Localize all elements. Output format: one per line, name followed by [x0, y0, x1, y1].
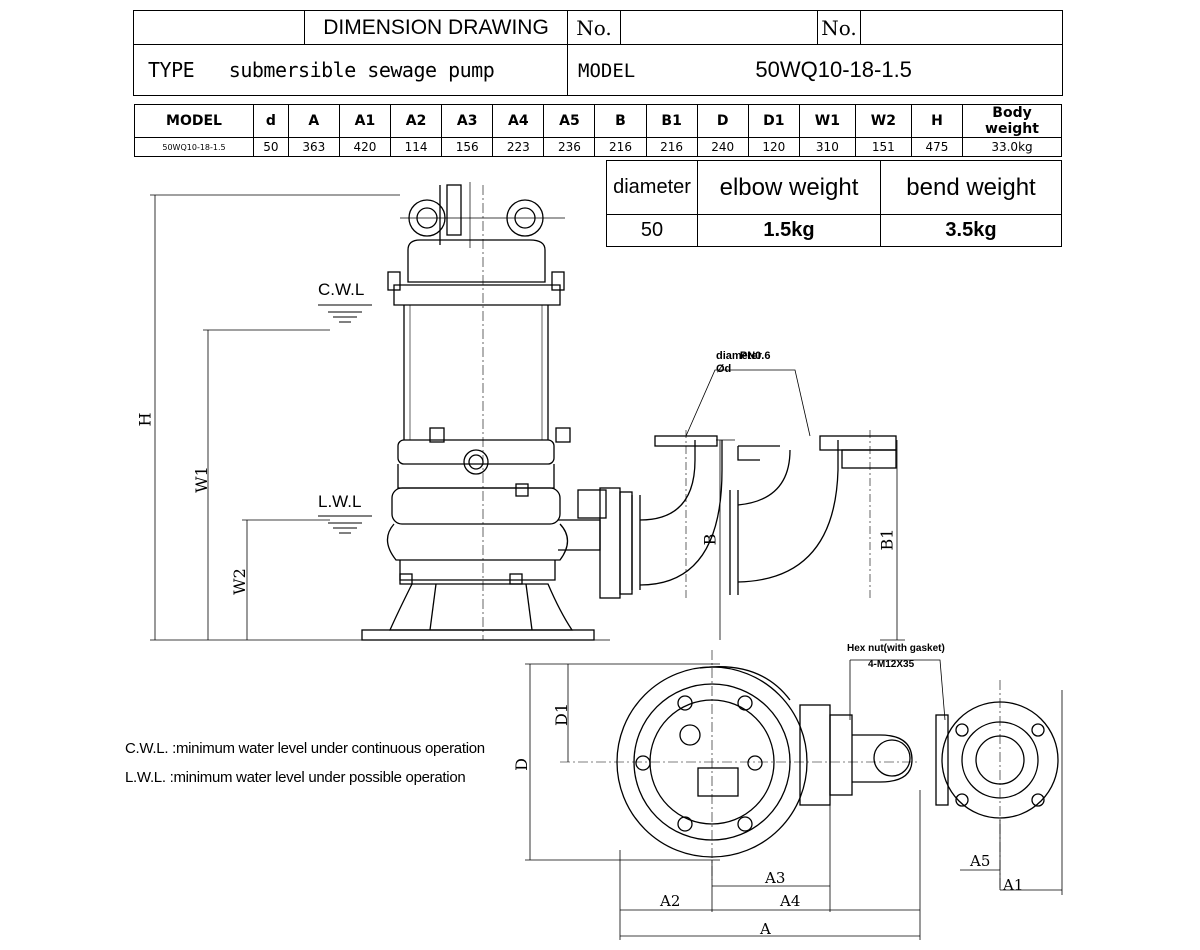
table-cell: 420 [338, 137, 392, 157]
weights-cell-bend: 3.5kg [880, 214, 1062, 247]
col-header: MODEL [134, 104, 254, 138]
dim-B-label: B [700, 533, 720, 546]
elbow-fitting [631, 430, 723, 600]
dim-W2-label: W2 [229, 568, 249, 595]
cwl-label: C.W.L [318, 280, 365, 299]
diameter-text: diameter [716, 350, 762, 362]
dim-A3-label: A3 [765, 869, 786, 887]
dim-D-label: D [511, 758, 531, 771]
dim-H-label: H [135, 412, 155, 427]
water-level-symbols [318, 304, 372, 534]
lwl-note: L.W.L. :minimum water level under possib… [125, 769, 466, 786]
dim-A-label: A [760, 920, 771, 938]
lwl-label: L.W.L [318, 492, 362, 511]
col-header: A3 [441, 104, 494, 138]
type-value: submersible sewage pump [228, 58, 495, 82]
col-header: D1 [747, 104, 800, 138]
weights-header-elbow: elbow weight [697, 160, 881, 215]
col-header: B1 [645, 104, 698, 138]
table-cell: 50WQ10-18-1.5 [134, 137, 254, 157]
model-value: 50WQ10-18-1.5 [755, 57, 912, 82]
col-header: W2 [854, 104, 912, 138]
col-header: Body weight [962, 104, 1062, 138]
table-cell: 156 [441, 137, 494, 157]
cwl-note: C.W.L. :minimum water level under contin… [125, 740, 485, 757]
table-cell: 33.0kg [962, 137, 1062, 157]
pump-side-view [361, 182, 633, 641]
weights-header-bend: bend weight [880, 160, 1062, 215]
hex-nut-label: Hex nut(with gasket) [847, 643, 945, 654]
dimension-table: MODEL d A A1 A2 A3 A4 A5 B B1 D D1 W1 W2… [134, 104, 1062, 157]
table-cell: 216 [645, 137, 698, 157]
pn-text: PN0.6 [739, 350, 771, 362]
weights-table: diameter elbow weight bend weight 50 1.5… [606, 160, 1062, 247]
dim-W1-label: W1 [191, 466, 211, 493]
vertical-dimensions [150, 194, 905, 641]
col-header: A1 [338, 104, 392, 138]
phi-d-text: Ød [716, 363, 732, 375]
table-cell: 475 [910, 137, 964, 157]
diameter-callout: diameterPN0.6 Ød [716, 350, 770, 376]
pump-plan-view [560, 650, 1059, 890]
table-cell: 120 [747, 137, 800, 157]
col-header: W1 [798, 104, 856, 138]
col-header: A2 [390, 104, 443, 138]
table-cell: 151 [854, 137, 912, 157]
dim-A1-label: A1 [1003, 876, 1024, 894]
table-cell: 216 [594, 137, 647, 157]
bolts-label: 4-M12X35 [868, 659, 915, 670]
title-block: DIMENSION DRAWING No. No. TYPE submersib… [133, 10, 1063, 96]
col-header: A5 [543, 104, 596, 138]
dim-B1-label: B1 [877, 528, 897, 551]
weights-header-diameter: diameter [606, 160, 698, 215]
dim-A5-label: A5 [970, 852, 991, 870]
dim-A4-label: A4 [780, 892, 801, 910]
bend-fitting [729, 430, 897, 600]
model-label: MODEL [578, 60, 636, 82]
dim-A2-label: A2 [660, 892, 681, 910]
table-cell: 236 [543, 137, 596, 157]
col-header: A4 [492, 104, 545, 138]
table-cell: 114 [390, 137, 443, 157]
weights-cell-diameter: 50 [606, 214, 698, 247]
weights-cell-elbow: 1.5kg [697, 214, 881, 247]
table-cell: 310 [798, 137, 856, 157]
dim-D1-label: D1 [552, 702, 572, 727]
table-cell: 223 [492, 137, 545, 157]
plan-dimensions [525, 659, 1063, 940]
type-label: TYPE [148, 58, 195, 82]
